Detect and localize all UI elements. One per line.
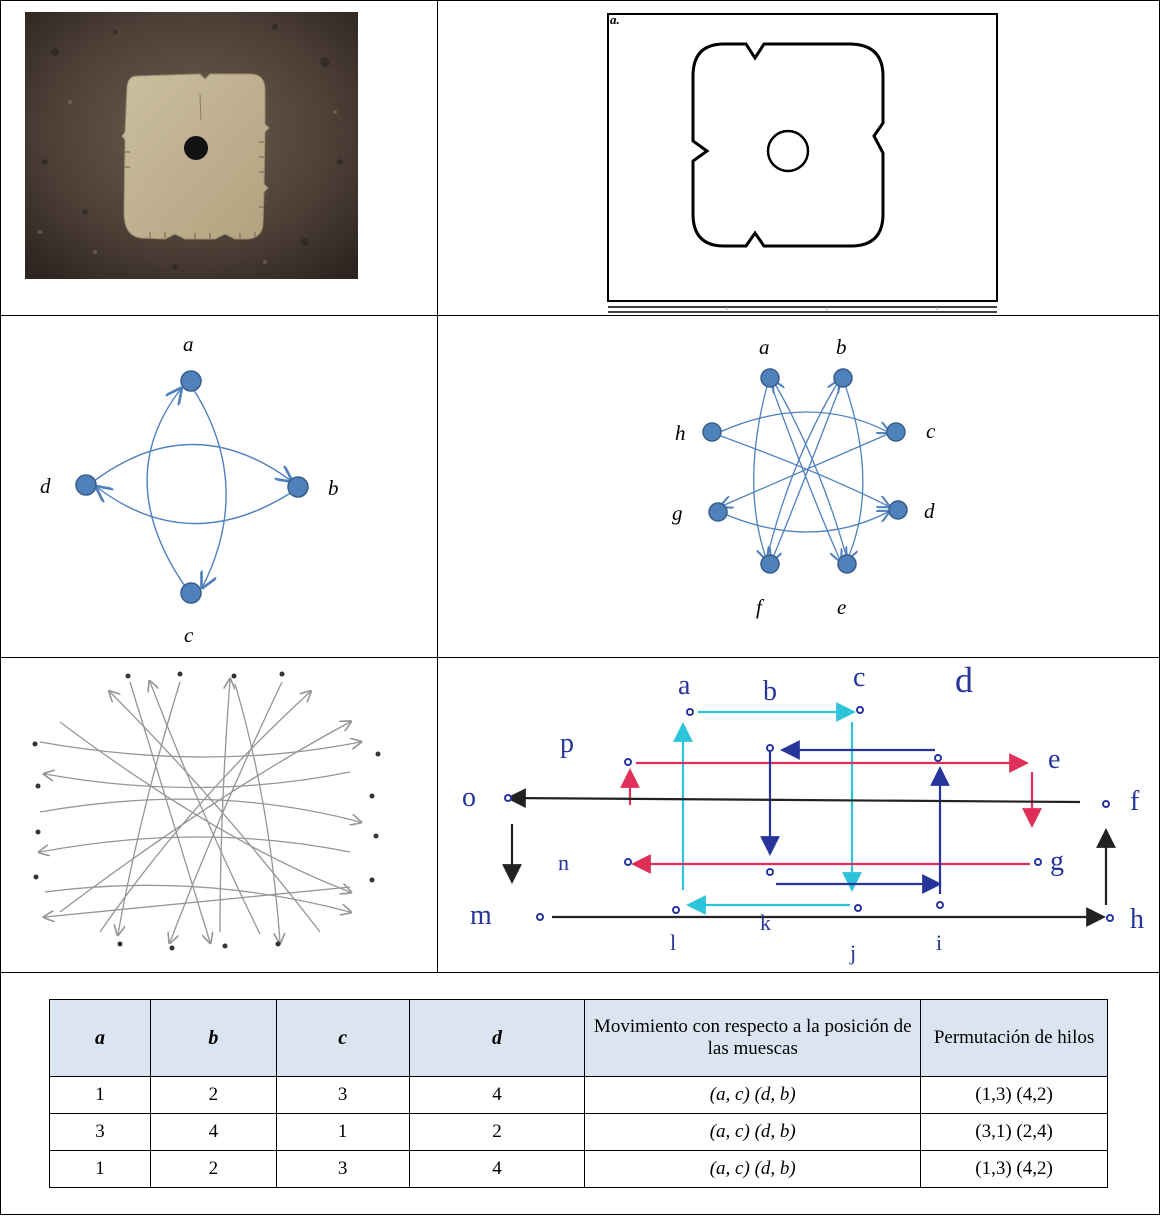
sketch-label-j: j bbox=[849, 940, 856, 965]
graph-4-nodes: a b c d bbox=[20, 322, 420, 652]
graph4-node-a bbox=[180, 370, 202, 392]
cell-permutation: (3,1) (2,4) bbox=[920, 1113, 1108, 1151]
cell-d: 4 bbox=[408, 1076, 586, 1114]
cell-movement: (a, c) (d, b) bbox=[584, 1076, 922, 1114]
header-c: c bbox=[275, 999, 410, 1077]
graph8-label-b: b bbox=[836, 335, 847, 359]
graph8-label-f: f bbox=[756, 595, 765, 619]
cell-a: 1 bbox=[49, 1150, 151, 1188]
cell-permutation: (1,3) (4,2) bbox=[920, 1076, 1108, 1114]
cell-movement: (a, c) (d, b) bbox=[584, 1150, 922, 1188]
table-row: 3 4 1 2 (a, c) (d, b) (3,1) (2,4) bbox=[49, 1113, 1108, 1151]
loom-outline-drawing: a. bbox=[607, 12, 998, 315]
sketch-label-g: g bbox=[1050, 846, 1064, 877]
cell-movement: (a, c) (d, b) bbox=[584, 1113, 922, 1151]
sketch-label-p: p bbox=[560, 728, 574, 759]
cell-d: 4 bbox=[408, 1150, 586, 1188]
sketch-label-a: a bbox=[678, 670, 691, 701]
table-header-row: a b c d Movimiento con respecto a la pos… bbox=[49, 999, 1108, 1077]
loom-photo bbox=[25, 12, 358, 279]
cell-b: 2 bbox=[149, 1150, 277, 1188]
row-divider-2 bbox=[0, 657, 1160, 658]
sketch-label-e: e bbox=[1048, 744, 1060, 775]
graph8-label-a: a bbox=[759, 335, 770, 359]
graph8-node-d bbox=[888, 500, 908, 520]
sketch-label-l: l bbox=[670, 930, 676, 955]
sketch-label-o: o bbox=[462, 782, 476, 813]
graph8-node-f bbox=[760, 554, 780, 574]
sketch-label-m: m bbox=[470, 900, 492, 931]
graph8-label-g: g bbox=[672, 501, 683, 525]
cell-d: 2 bbox=[408, 1113, 586, 1151]
cell-b: 2 bbox=[149, 1076, 277, 1114]
graph8-label-c: c bbox=[926, 419, 936, 443]
graph-8-nodes: a b c d e f g h bbox=[650, 322, 970, 652]
graph4-label-c: c bbox=[184, 623, 194, 647]
cell-c: 1 bbox=[275, 1113, 410, 1151]
graph4-node-c bbox=[180, 582, 202, 604]
cell-c: 3 bbox=[275, 1076, 410, 1114]
graph4-node-b bbox=[287, 476, 309, 498]
graph8-node-c bbox=[886, 422, 906, 442]
header-a: a bbox=[49, 999, 151, 1077]
permutation-table: a b c d Movimiento con respecto a la pos… bbox=[49, 999, 1108, 1188]
graph4-node-d bbox=[75, 474, 97, 496]
graph8-node-a bbox=[760, 368, 780, 388]
sketch-label-n: n bbox=[558, 850, 569, 875]
graph8-label-e: e bbox=[837, 595, 846, 619]
graph8-node-b bbox=[833, 368, 853, 388]
header-d: d bbox=[408, 999, 586, 1077]
pencil-sketch bbox=[20, 662, 420, 967]
header-b: b bbox=[149, 999, 277, 1077]
header-permutation: Permutación de hilos bbox=[920, 999, 1108, 1077]
table-row: 1 2 3 4 (a, c) (d, b) (1,3) (4,2) bbox=[49, 1076, 1108, 1114]
header-movement: Movimiento con respecto a la posición de… bbox=[584, 999, 922, 1077]
column-divider bbox=[437, 0, 438, 972]
graph4-label-a: a bbox=[183, 332, 194, 356]
cell-a: 1 bbox=[49, 1076, 151, 1114]
graph8-node-h bbox=[702, 422, 722, 442]
sketch-label-f: f bbox=[1130, 786, 1140, 817]
graph8-node-e bbox=[837, 554, 857, 574]
cell-a: 3 bbox=[49, 1113, 151, 1151]
graph8-node-g bbox=[708, 502, 728, 522]
row-divider-3 bbox=[0, 972, 1160, 973]
colored-thread-diagram: a b c d e f g h i j k l m n o p bbox=[440, 660, 1155, 972]
cell-b: 4 bbox=[149, 1113, 277, 1151]
sketch-label-d: d bbox=[955, 660, 973, 700]
cell-c: 3 bbox=[275, 1150, 410, 1188]
row-divider-1 bbox=[0, 315, 1160, 316]
drawing-stamp: a. bbox=[610, 13, 620, 27]
graph4-label-b: b bbox=[328, 476, 339, 500]
graph8-label-d: d bbox=[924, 499, 935, 523]
sketch-label-b: b bbox=[763, 676, 777, 707]
sketch-label-c: c bbox=[853, 662, 865, 693]
sketch-label-k: k bbox=[760, 910, 771, 935]
graph4-label-d: d bbox=[40, 474, 51, 498]
table-row: 1 2 3 4 (a, c) (d, b) (1,3) (4,2) bbox=[49, 1150, 1108, 1188]
cell-permutation: (1,3) (4,2) bbox=[920, 1150, 1108, 1188]
graph8-label-h: h bbox=[675, 421, 686, 445]
sketch-label-i: i bbox=[936, 930, 942, 955]
sketch-label-h: h bbox=[1130, 904, 1144, 935]
